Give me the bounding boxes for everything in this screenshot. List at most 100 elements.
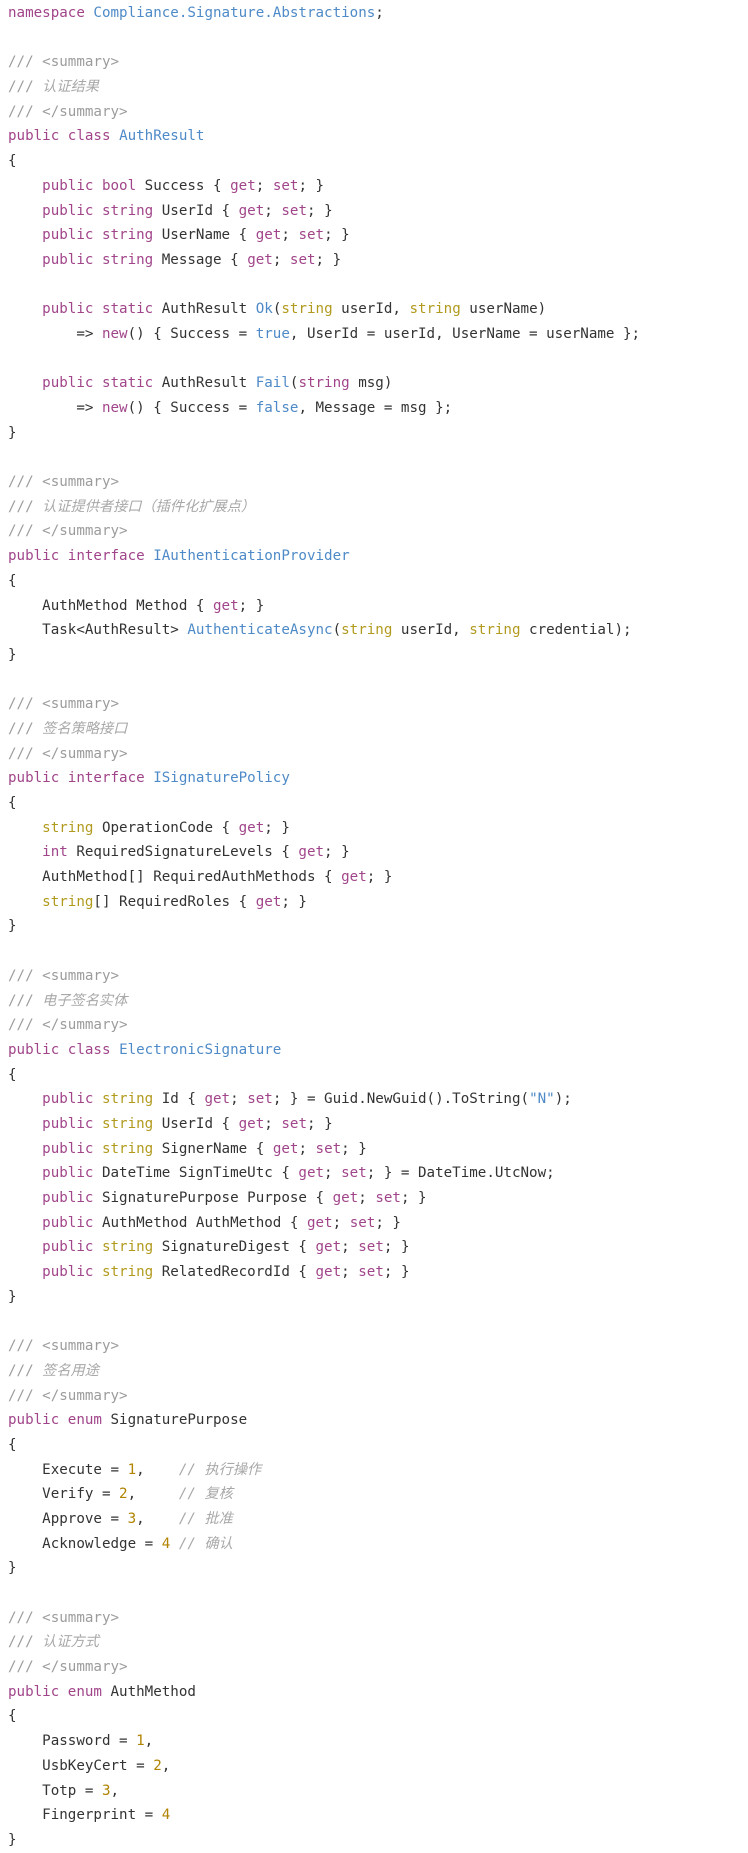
code-token: AuthMethod Method { bbox=[8, 597, 213, 614]
code-line: public string Message { get; set; } bbox=[8, 248, 746, 273]
code-line: public string RelatedRecordId { get; set… bbox=[8, 1260, 746, 1285]
code-token bbox=[8, 820, 42, 836]
comment-token: /// </summary> bbox=[8, 745, 128, 762]
code-token bbox=[8, 227, 42, 243]
code-token: , bbox=[136, 1461, 179, 1478]
code-token: RelatedRecordId { bbox=[153, 1264, 316, 1281]
code-line: public AuthMethod AuthMethod { get; set;… bbox=[8, 1211, 746, 1236]
keyword-token: set bbox=[341, 1165, 367, 1182]
comment-token: /// <summary> bbox=[8, 1609, 120, 1626]
code-token bbox=[59, 548, 68, 564]
keyword-token: enum bbox=[67, 1412, 102, 1429]
code-line: } bbox=[8, 1556, 746, 1581]
code-token bbox=[8, 301, 42, 317]
number-token: 1 bbox=[127, 1461, 137, 1478]
keyword-token: public bbox=[42, 301, 94, 318]
code-token: Execute = bbox=[8, 1461, 128, 1478]
keyword-token: string bbox=[101, 227, 154, 244]
keyword-token: get bbox=[315, 1239, 342, 1256]
code-token: , Message = msg }; bbox=[298, 400, 453, 416]
code-token bbox=[145, 548, 154, 564]
code-line: public SignaturePurpose Purpose { get; s… bbox=[8, 1186, 746, 1211]
code-token bbox=[93, 227, 102, 243]
keyword-token: static bbox=[101, 301, 154, 318]
comment-token: /// bbox=[8, 720, 43, 737]
code-token: ; bbox=[264, 1115, 282, 1132]
code-line: /// 认证提供者接口（插件化扩展点） bbox=[8, 495, 746, 520]
code-token: ; bbox=[230, 1091, 248, 1108]
code-token bbox=[59, 1684, 68, 1700]
number-token: 1 bbox=[136, 1733, 145, 1750]
keyword-token: public bbox=[8, 128, 60, 145]
code-token bbox=[93, 1239, 102, 1255]
code-token: ; } bbox=[281, 893, 307, 910]
code-token bbox=[8, 178, 42, 194]
code-line: UsbKeyCert = 2, bbox=[8, 1754, 746, 1779]
code-line: Fingerprint = 4 bbox=[8, 1803, 746, 1828]
comment-text-token: 认证方式 bbox=[42, 1634, 99, 1651]
string-token: string bbox=[42, 893, 94, 910]
comment-token: /// <summary> bbox=[8, 54, 120, 71]
comment-token: /// <summary> bbox=[8, 696, 120, 713]
code-token: ; } bbox=[366, 869, 393, 886]
comment-token: /// bbox=[8, 79, 43, 96]
code-view[interactable]: namespace Compliance.Signature.Abstracti… bbox=[8, 1, 746, 1853]
code-line: Password = 1, bbox=[8, 1729, 746, 1754]
keyword-token: public bbox=[42, 1239, 94, 1256]
code-token: { bbox=[8, 572, 17, 589]
code-line: public string UserId { get; set; } bbox=[8, 1112, 746, 1137]
code-line: public class ElectronicSignature bbox=[8, 1038, 746, 1063]
code-line: /// </summary> bbox=[8, 519, 746, 544]
code-token: UserId { bbox=[153, 1115, 239, 1132]
comment-token: /// </summary> bbox=[8, 103, 128, 120]
code-token: () { Success = bbox=[127, 400, 256, 416]
code-line: /// 签名用途 bbox=[8, 1359, 746, 1384]
code-token: userName) bbox=[460, 301, 547, 318]
code-token: => bbox=[8, 400, 102, 416]
comment-text-token: // 执行操作 bbox=[178, 1461, 262, 1478]
comment-token: /// <summary> bbox=[8, 474, 120, 491]
keyword-token: set bbox=[375, 1190, 401, 1206]
keyword-token: interface bbox=[67, 770, 145, 787]
code-line: { bbox=[8, 149, 746, 174]
code-token: ( bbox=[332, 622, 342, 639]
code-token: ; } bbox=[298, 177, 325, 194]
comment-text-token: 认证结果 bbox=[42, 79, 99, 96]
keyword-token: get bbox=[298, 844, 325, 861]
keyword-token: public bbox=[8, 1041, 60, 1058]
code-token: AuthMethod AuthMethod { bbox=[93, 1214, 307, 1231]
code-token: AuthResult bbox=[153, 375, 256, 392]
code-token bbox=[59, 770, 68, 786]
code-line: /// 电子签名实体 bbox=[8, 989, 746, 1014]
code-token: ; } bbox=[238, 597, 265, 614]
code-token bbox=[8, 252, 42, 268]
code-line: ​ bbox=[8, 1309, 746, 1334]
keyword-token: string bbox=[298, 375, 350, 392]
code-line: } bbox=[8, 643, 746, 668]
keyword-token: get bbox=[255, 893, 282, 910]
code-token: ; } bbox=[264, 819, 290, 836]
string-token: string bbox=[101, 1239, 154, 1256]
keyword-token: get bbox=[298, 1165, 325, 1182]
number-token: 3 bbox=[127, 1510, 137, 1527]
type-token: Compliance.Signature.Abstractions bbox=[93, 5, 376, 21]
code-line: public static AuthResult Fail(string msg… bbox=[8, 371, 746, 396]
code-token bbox=[93, 1264, 102, 1280]
comment-token: /// bbox=[8, 1634, 43, 1651]
code-line: public class AuthResult bbox=[8, 124, 746, 149]
keyword-token: public bbox=[42, 1140, 94, 1157]
code-token: AuthMethod bbox=[101, 1683, 196, 1700]
code-token bbox=[111, 1042, 120, 1058]
comment-token: /// <summary> bbox=[8, 967, 120, 984]
comment-text-token: // 批准 bbox=[178, 1510, 233, 1527]
code-token: Success { bbox=[136, 177, 231, 194]
code-token bbox=[8, 844, 42, 860]
type-token: Ok bbox=[255, 301, 273, 318]
code-token bbox=[93, 375, 102, 391]
code-line: /// </summary> bbox=[8, 742, 746, 767]
code-line: public bool Success { get; set; } bbox=[8, 174, 746, 199]
keyword-token: public bbox=[8, 1412, 60, 1429]
code-token bbox=[8, 203, 42, 219]
code-line: /// <summary> bbox=[8, 470, 746, 495]
code-line: { bbox=[8, 569, 746, 594]
